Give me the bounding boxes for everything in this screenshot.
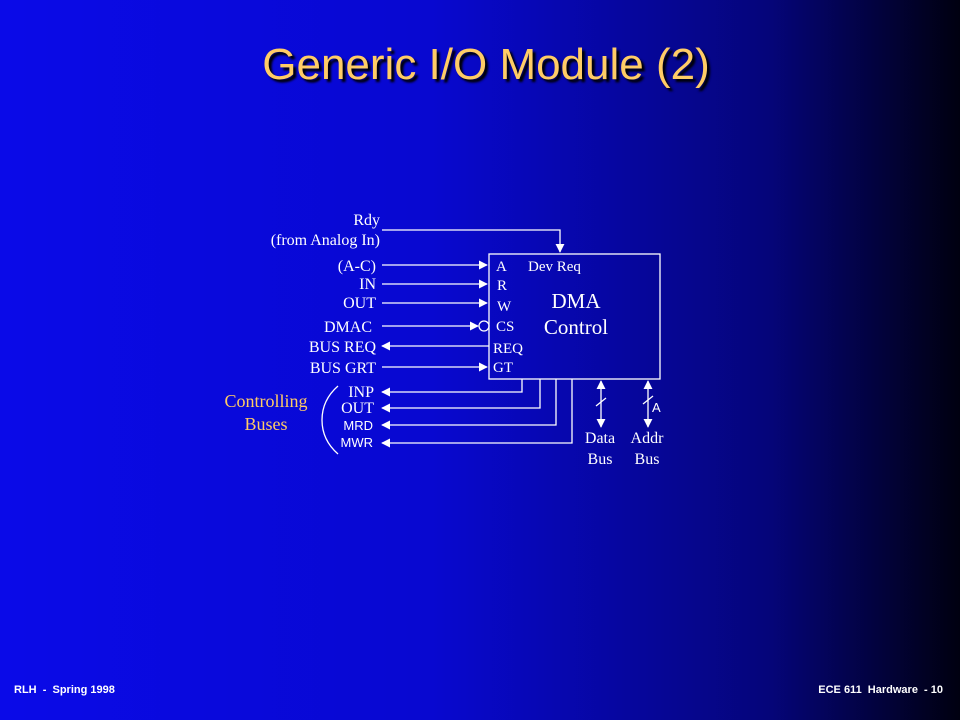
signal-rdy-note: (from Analog In) — [271, 232, 380, 249]
signal-rdy: Rdy — [353, 212, 380, 229]
footer-course-page: ECE 611 Hardware - 10 — [818, 684, 943, 696]
addr-bus-width-label: A — [652, 400, 661, 415]
dma-control-box — [488, 253, 661, 380]
data-bus-label-line1: Data — [585, 430, 615, 447]
signal-mrd: MRD — [343, 418, 373, 433]
pin-dev-req: Dev Req — [528, 259, 581, 275]
slide-title: Generic I/O Module (2) — [262, 40, 710, 89]
addr-bus-label-line2: Bus — [635, 451, 660, 468]
pin-gt: GT — [493, 360, 513, 376]
controlling-buses-label-line1: Controlling — [224, 391, 307, 411]
signal-ac: (A-C) — [338, 258, 376, 275]
pin-a: A — [496, 259, 507, 275]
inp-wire — [381, 379, 523, 397]
signal-bus-grt: BUS GRT — [310, 360, 376, 377]
pin-cs: CS — [496, 319, 514, 335]
signal-inp: INP — [348, 384, 374, 401]
rdy-wire — [382, 229, 565, 253]
pin-w: W — [497, 299, 512, 315]
signal-bus-req: BUS REQ — [309, 339, 377, 356]
box-title-dma: DMA — [551, 289, 601, 313]
box-title-control: Control — [544, 315, 608, 339]
data-bus-width-slash — [595, 397, 607, 407]
mwr-wire — [381, 379, 573, 448]
mrd-wire — [381, 379, 557, 430]
pin-r: R — [497, 278, 507, 294]
addr-bus-label-line1: Addr — [631, 430, 665, 447]
addr-bus-width-slash — [642, 395, 654, 405]
signal-out: OUT — [343, 295, 376, 312]
signal-in: IN — [359, 276, 376, 293]
data-bus-label-line2: Bus — [588, 451, 613, 468]
signal-mwr: MWR — [341, 435, 374, 450]
out-bus-wire — [381, 379, 541, 413]
controlling-buses-label-line2: Buses — [244, 414, 287, 434]
signal-out-bus: OUT — [341, 400, 374, 417]
footer-author-term: RLH - Spring 1998 — [14, 684, 115, 696]
controlling-buses-brace — [321, 385, 339, 455]
cs-inversion-bubble — [478, 320, 490, 332]
pin-req: REQ — [493, 341, 523, 357]
signal-dmac: DMAC — [324, 319, 372, 336]
